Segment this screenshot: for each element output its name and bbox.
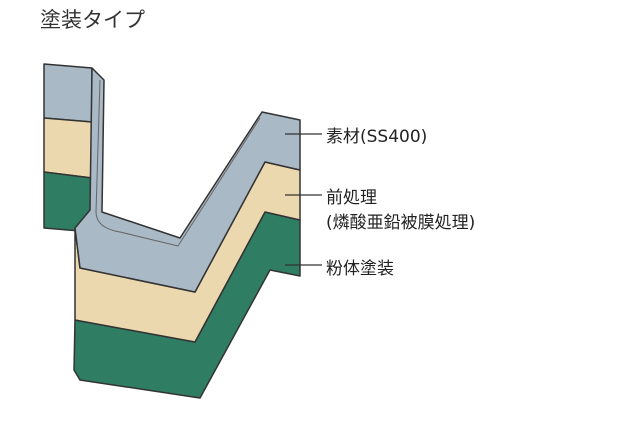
label-pretreatment: 前処理 (326, 188, 377, 208)
label-powder-coating: 粉体塗装 (326, 259, 394, 279)
front-base-layer (74, 67, 301, 293)
back-base-layer (43, 63, 93, 123)
label-pretreatment-detail: (燐酸亜鉛被膜処理) (326, 213, 476, 233)
label-base-material: 素材(SS400) (326, 127, 428, 147)
diagram-title: 塗装タイプ (40, 8, 145, 32)
back-pretreat-layer (43, 117, 93, 179)
